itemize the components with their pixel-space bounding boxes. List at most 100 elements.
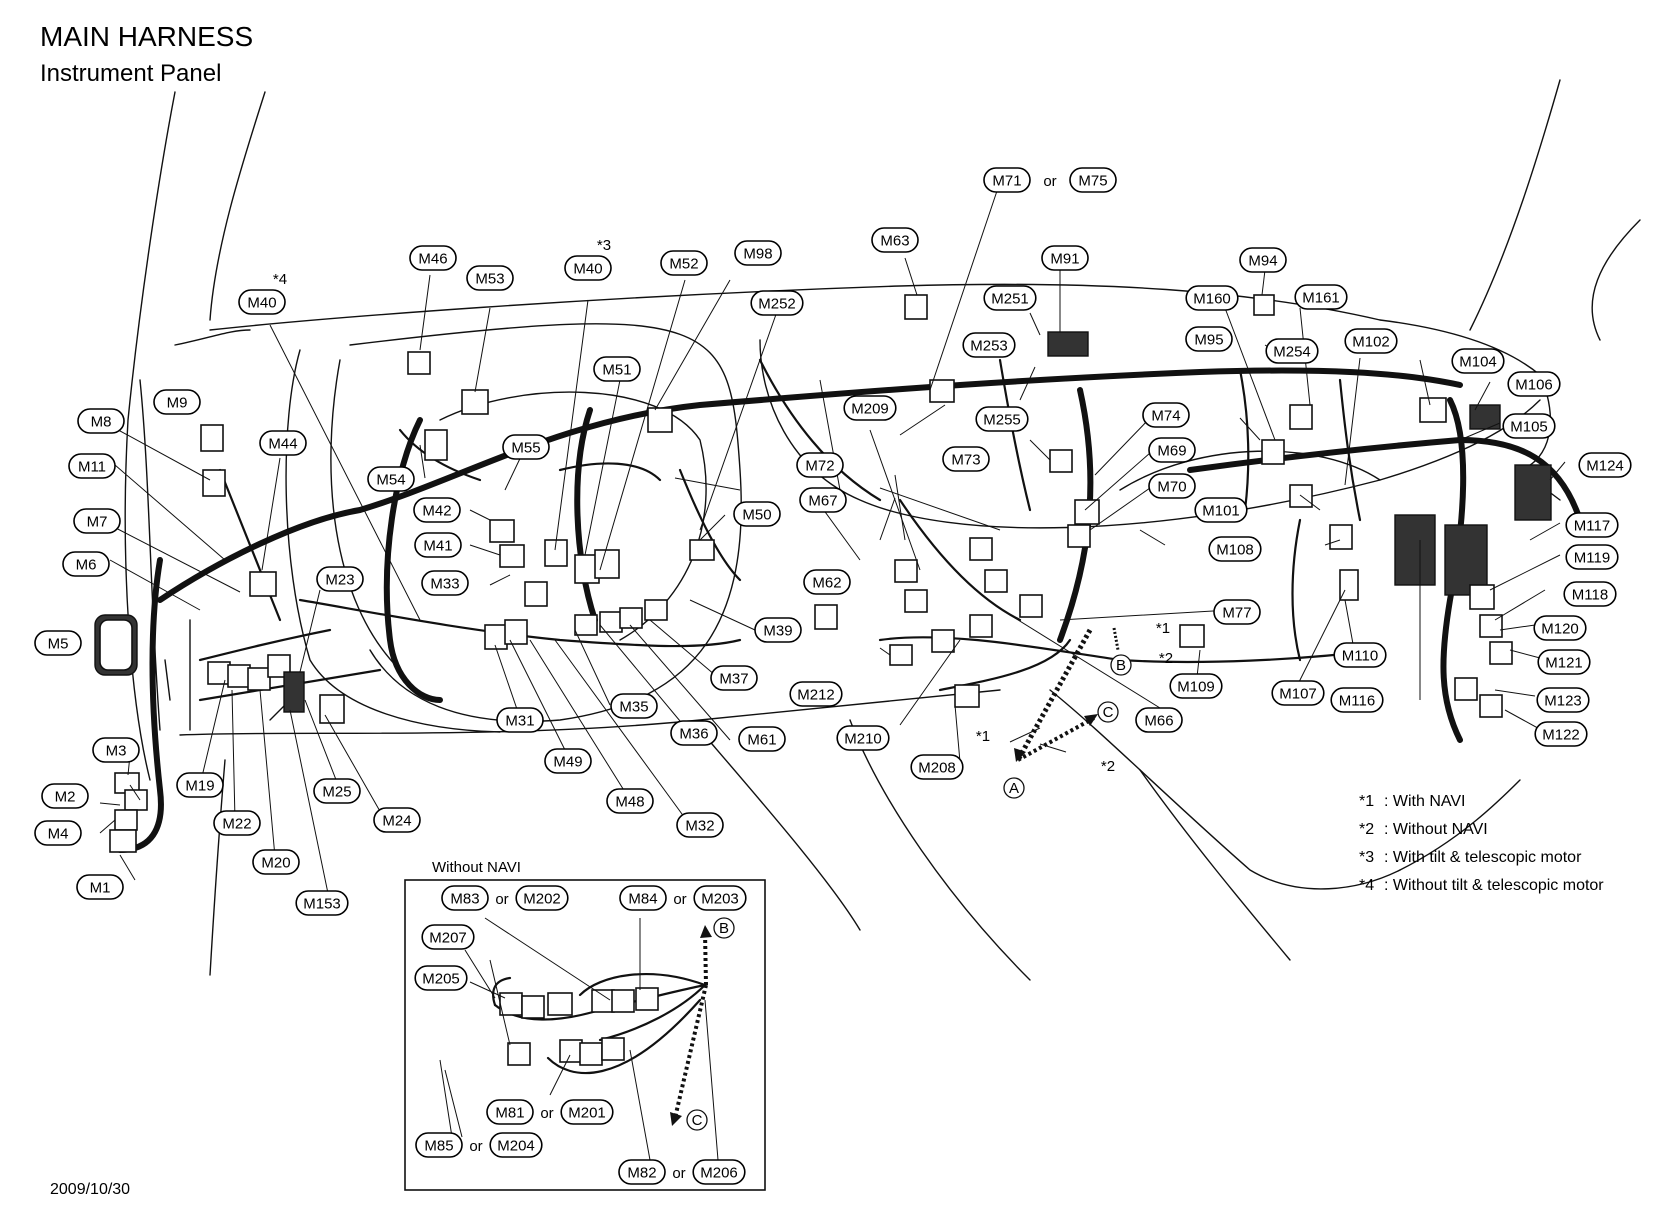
inset-or-text: or: [672, 1165, 685, 1182]
connector-label-m40-tilt: M40: [564, 255, 612, 281]
connector-label-m37-box: [710, 665, 758, 691]
inset-label-m83-box: [441, 885, 489, 911]
inset-label-m201-text: M201: [568, 1105, 606, 1122]
connector-label-m110-box: [1333, 642, 1387, 668]
connector-label-m11-box: [68, 453, 116, 479]
inset-point-circle-c: [686, 1109, 708, 1131]
connector-label-m40-tilt-text: M40: [573, 261, 602, 278]
inset-label-m81: M81: [486, 1099, 534, 1125]
connector-label-m107: M107: [1271, 680, 1325, 706]
connector-label-m55-text: M55: [511, 440, 540, 457]
connector-label-m2: M2: [41, 783, 89, 809]
connector-label-m3: M3: [92, 737, 140, 763]
connector-label-m74: M74: [1142, 402, 1190, 428]
inset-label-m201-box: [560, 1099, 614, 1125]
connector-label-m123-box: [1536, 687, 1590, 713]
inset-or-text: or: [673, 891, 686, 908]
connector-label-m161: M161: [1294, 284, 1348, 310]
connector-label-m62-box: [803, 569, 851, 595]
inset-label-m84-box: [619, 885, 667, 911]
connector-label-m66-box: [1135, 707, 1183, 733]
inset-label-m202-text: M202: [523, 891, 561, 908]
connector-label-m255-text: M255: [983, 412, 1021, 429]
connector-label-m36: M36: [670, 720, 718, 746]
connector-label-m108-box: [1208, 536, 1262, 562]
connector-label-m31-text: M31: [505, 713, 534, 730]
connector-label-m48-box: [606, 788, 654, 814]
inset-label-m81-text: M81: [495, 1105, 524, 1122]
connector-label-m44-box: [259, 430, 307, 456]
note-text-1: : With NAVI: [1384, 793, 1466, 810]
connector-label-m70: M70: [1148, 473, 1196, 499]
connector-label-m160-text: M160: [1193, 291, 1231, 308]
connector-label-m41-box: [414, 532, 462, 558]
connector-label-m42-text: M42: [422, 503, 451, 520]
inset-label-m82: M82: [618, 1159, 666, 1185]
connector-label-m39-box: [754, 617, 802, 643]
connector-label-m6: M6: [62, 551, 110, 577]
star-marks: *3*4*1*2*1*2: [273, 237, 1173, 775]
connector-label-m54-text: M54: [376, 472, 405, 489]
connector-label-m22-text: M22: [222, 816, 251, 833]
connector-label-m102: M102: [1344, 328, 1398, 354]
connector-label-m75-text: M75: [1078, 173, 1107, 190]
connector-label-m91: M91: [1041, 245, 1089, 271]
connector-label-m61-box: [738, 726, 786, 752]
inset-label-m206-box: [692, 1159, 746, 1185]
connector-label-m20: M20: [252, 849, 300, 875]
connector-label-m11-text: M11: [78, 459, 106, 476]
connector-label-m109: M109: [1169, 673, 1223, 699]
connector-label-m22: M22: [213, 810, 261, 836]
star-mark-no-navi-b: *2: [1101, 758, 1115, 775]
connector-label-m122: M122: [1534, 721, 1588, 747]
connector-label-m32: M32: [676, 812, 724, 838]
connector-label-m9-box: [153, 389, 201, 415]
connector-label-m35: M35: [610, 693, 658, 719]
connector-label-m52-text: M52: [669, 256, 698, 273]
inset-label-m207-text: M207: [429, 930, 467, 947]
inset-or-text: or: [495, 891, 508, 908]
connector-label-m36-text: M36: [679, 726, 708, 743]
connector-label-m46-text: M46: [418, 251, 447, 268]
connector-label-m8-text: M8: [91, 414, 112, 431]
connector-label-m122-box: [1534, 721, 1588, 747]
note-mark-1: *1: [1359, 793, 1374, 810]
connector-label-m71: M71: [983, 167, 1031, 193]
connector-label-m253-box: [962, 332, 1016, 358]
route-point-marks: ABC: [1003, 654, 1132, 799]
connector-label-m251-text: M251: [991, 291, 1029, 308]
connector-label-m72-box: [796, 452, 844, 478]
connector-label-m36-box: [670, 720, 718, 746]
connector-label-m120-text: M120: [1541, 621, 1579, 638]
connector-label-m124: M124: [1578, 452, 1632, 478]
connector-label-m210-text: M210: [844, 731, 882, 748]
connector-label-m1-box: [76, 874, 124, 900]
connector-label-m253-text: M253: [970, 338, 1008, 355]
connector-label-m105-box: [1502, 413, 1556, 439]
connector-label-m61-text: M61: [747, 732, 776, 749]
connector-label-m51: M51: [593, 356, 641, 382]
connector-label-m77-box: [1213, 599, 1261, 625]
leader-lines: [99, 181, 1566, 904]
connector-label-m110-text: M110: [1342, 648, 1378, 665]
connector-label-m254-text: M254: [1273, 344, 1311, 361]
connector-label-m9: M9: [153, 389, 201, 415]
inset-label-m204-text: M204: [497, 1138, 535, 1155]
connector-label-m40-no-tilt-text: M40: [247, 295, 276, 312]
connector-label-m1: M1: [76, 874, 124, 900]
connector-label-m2-text: M2: [55, 789, 76, 806]
connector-label-m8-box: [77, 408, 125, 434]
connector-label-m252-text: M252: [758, 296, 796, 313]
connector-label-m208-text: M208: [918, 760, 956, 777]
connector-label-m35-text: M35: [619, 699, 648, 716]
connector-label-m95-text: M95: [1194, 332, 1223, 349]
connector-label-m20-text: M20: [261, 855, 290, 872]
connector-label-m67-box: [799, 487, 847, 513]
connector-label-m101-text: M101: [1202, 503, 1240, 520]
inset-label-m205-box: [414, 965, 468, 991]
connector-label-m8: M8: [77, 408, 125, 434]
connector-label-m2-box: [41, 783, 89, 809]
connector-label-m33-text: M33: [430, 576, 459, 593]
